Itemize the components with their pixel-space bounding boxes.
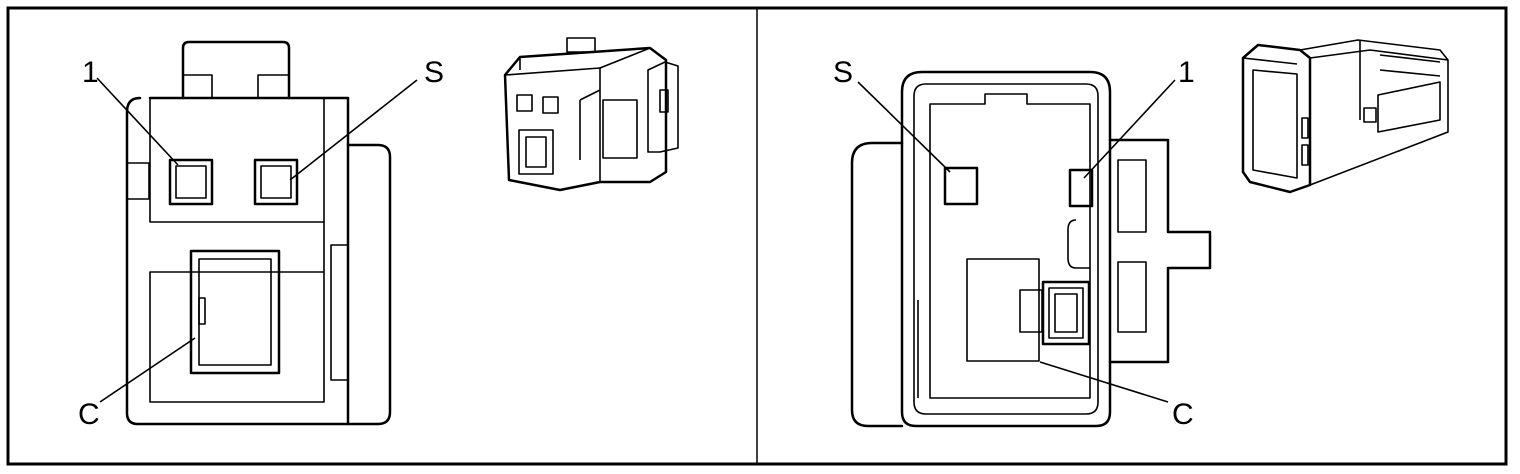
right-connector-face [850,70,1212,428]
right-pin-1-label: 1 [1178,56,1195,89]
left-connector-3d-thumbnail [503,37,679,192]
left-leader-s [289,79,418,181]
right-pin-s-label: S [833,56,853,89]
right-leader-s [857,81,951,173]
left-connector-face [125,40,392,426]
left-pin-1-label: 1 [82,56,99,89]
right-connector-3d-thumbnail [1241,39,1449,194]
right-leader-c [1039,361,1169,403]
left-leader-c [99,337,196,403]
right-leader-1 [1083,79,1176,179]
left-leader-1 [96,77,179,166]
left-pin-c-label: C [78,398,100,431]
left-pin-s-label: S [424,56,444,89]
right-pin-c-label: C [1172,398,1194,431]
